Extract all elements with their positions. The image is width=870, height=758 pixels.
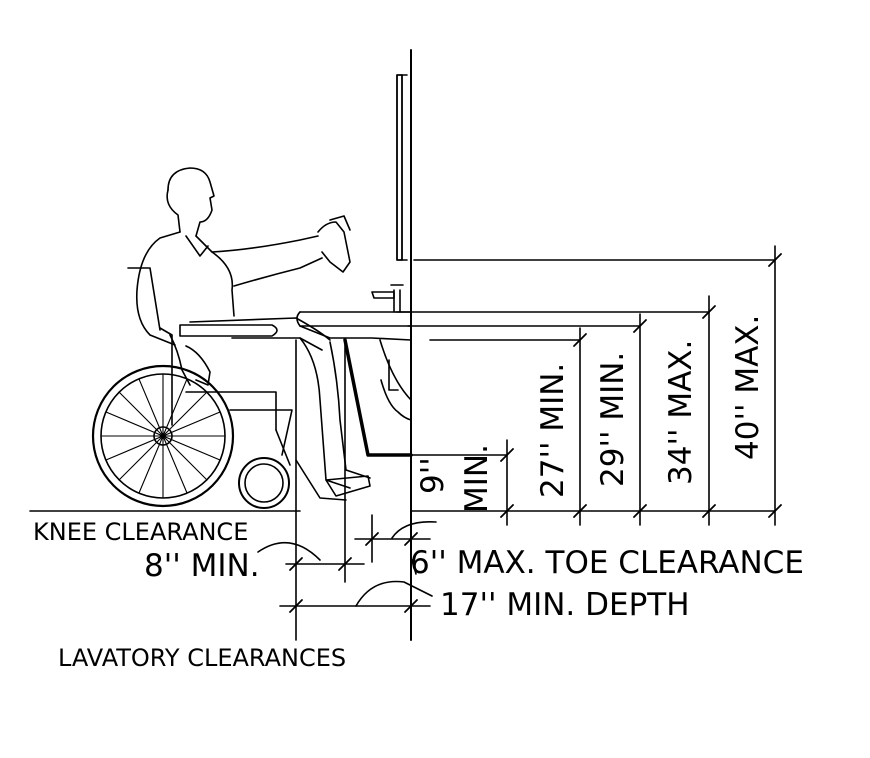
dimension-9-min-label: MIN. [459, 444, 495, 513]
seated-person [135, 167, 371, 501]
dimension-27-label: 27'' MIN. [535, 362, 571, 498]
leader-arcs [257, 521, 437, 607]
diagram-caption: LAVATORY CLEARANCES [58, 644, 347, 672]
dimension-40-label: 40'' MAX. [730, 314, 766, 460]
horizontal-dimensions [279, 514, 431, 607]
depth-label: 17'' MIN. DEPTH [440, 587, 690, 623]
knee-min-label: 8'' MIN. [144, 548, 260, 584]
toe-clearance-label: 6'' MAX. TOE CLEARANCE [410, 545, 804, 581]
lavatory-sink [296, 284, 413, 457]
mirror [396, 74, 408, 261]
dimension-34-label: 34'' MAX. [663, 339, 699, 485]
dimension-9-label: 9'' [415, 457, 451, 494]
height-reference-lines [395, 259, 776, 512]
wheelchair [91, 267, 293, 509]
dimension-29-label: 29'' MIN. [595, 351, 631, 487]
knee-clearance-label: KNEE CLEARANCE [33, 518, 249, 546]
